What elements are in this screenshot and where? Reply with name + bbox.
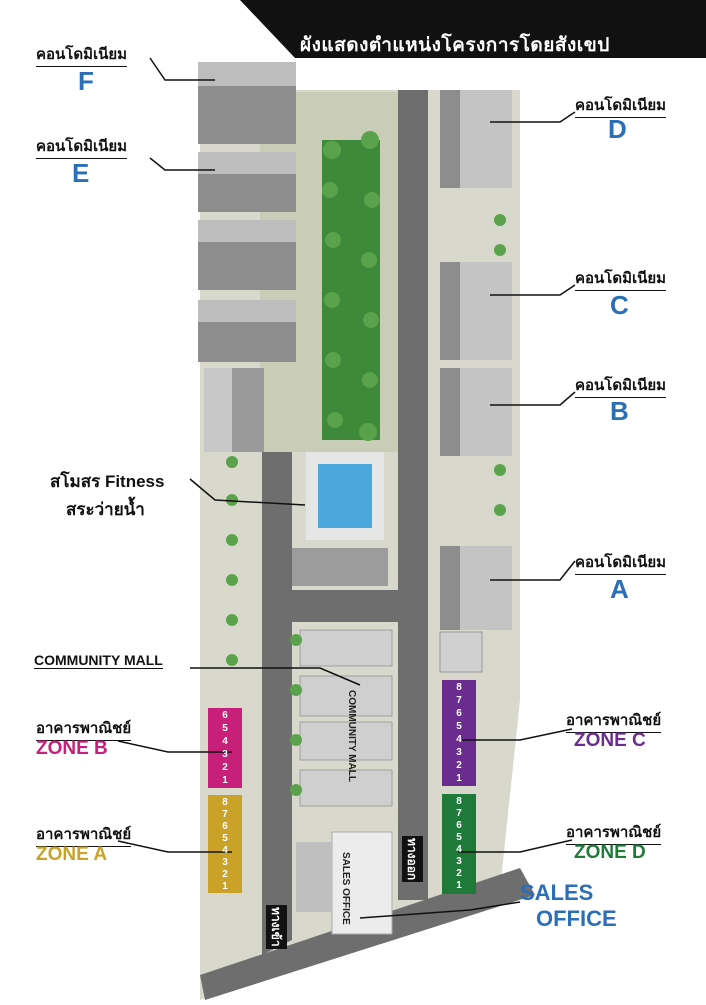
condo-tower-left-3 (198, 220, 296, 290)
unit-number: 8 (222, 797, 228, 808)
fitness-label: สโมสร Fitness (50, 472, 165, 491)
unit-number: 1 (222, 775, 228, 786)
unit-number: 2 (222, 762, 228, 773)
unit-number: 2 (456, 868, 462, 879)
condo-f-label: คอนโดมิเนียม (36, 42, 128, 67)
unit-number: 5 (222, 833, 228, 844)
sales-office-annex (296, 842, 332, 912)
page-title: ผังแสดงตำแหน่งโครงการโดยสังเขป (300, 35, 610, 56)
unit-number: 6 (222, 710, 228, 721)
sales-roof-text: SALES OFFICE (340, 852, 351, 925)
condo-tower-b (440, 368, 512, 456)
shop-zone-c (442, 680, 476, 786)
shop-zone-a (208, 795, 242, 893)
shop-zone-d (442, 794, 476, 894)
shop-zone-d-name: ZONE D (574, 842, 646, 863)
roadside-trees (226, 214, 506, 796)
unit-number: 7 (456, 695, 462, 706)
unit-number: 7 (222, 809, 228, 820)
unit-number: 8 (456, 796, 462, 807)
entry-road-label: ทางเข้า (266, 905, 287, 949)
sales-office-line1: SALES (520, 880, 594, 905)
exit-road-label: ทางออก (402, 836, 423, 883)
zone-c-units: 8 7 6 5 4 3 2 1 (448, 682, 470, 786)
unit-number: 2 (456, 760, 462, 771)
unit-number: 4 (222, 845, 228, 856)
unit-number: 1 (456, 773, 462, 784)
shop-zone-d-label: อาคารพาณิชย์ (566, 820, 662, 845)
unit-number: 3 (222, 857, 228, 868)
condo-d-label: คอนโดมิเนียม (575, 93, 667, 118)
zone-d-units: 8 7 6 5 4 3 2 1 (448, 796, 470, 892)
condo-a-letter: A (610, 574, 629, 604)
unit-number: 1 (222, 881, 228, 892)
condo-tower-c (440, 262, 512, 360)
shop-zone-b (208, 708, 242, 788)
community-mall-label: COMMUNITY MALL (34, 652, 163, 669)
header-banner (240, 0, 706, 58)
shop-zone-a-label: อาคารพาณิชย์ (36, 822, 132, 847)
mall-roofs (299, 629, 393, 807)
shop-zone-a-name: ZONE A (36, 844, 108, 865)
pool-label: สระว่ายน้ำ (66, 500, 145, 519)
unit-number: 4 (456, 844, 462, 855)
condo-b-letter: B (610, 396, 629, 426)
condo-tower-f (198, 62, 296, 144)
condo-tower-e (198, 152, 296, 212)
unit-number: 5 (456, 832, 462, 843)
unit-number: 6 (222, 821, 228, 832)
unit-number: 2 (222, 869, 228, 880)
condo-d-letter: D (608, 114, 627, 144)
unit-number: 3 (222, 749, 228, 760)
condo-tower-left-4 (198, 300, 296, 362)
condo-c-label: คอนโดมิเนียม (575, 266, 667, 291)
swimming-pool (318, 464, 372, 528)
connector-road (262, 590, 428, 622)
clubhouse-building (292, 548, 388, 586)
unit-number: 3 (456, 856, 462, 867)
main-road (398, 90, 428, 900)
unit-number: 1 (456, 880, 462, 891)
condo-a-label: คอนโดมิเนียม (575, 550, 667, 575)
condo-e-label: คอนโดมิเนียม (36, 134, 128, 159)
unit-number: 5 (222, 723, 228, 734)
unit-number: 6 (456, 820, 462, 831)
zone-a-units: 8 7 6 5 4 3 2 1 (214, 797, 236, 893)
zone-b-units: 6 5 4 3 2 1 (214, 710, 236, 788)
unit-number: 3 (456, 747, 462, 758)
shop-zone-c-name: ZONE C (574, 730, 646, 751)
left-road (262, 452, 292, 955)
condo-e-letter: E (72, 158, 90, 188)
condo-f-letter: F (78, 66, 94, 96)
condo-b-label: คอนโดมิเนียม (575, 373, 667, 398)
mall-roof-text: COMMUNITY MALL (346, 690, 357, 783)
unit-number: 8 (456, 682, 462, 693)
unit-number: 5 (456, 721, 462, 732)
sales-office-line2: OFFICE (536, 906, 617, 931)
hatched-block (439, 631, 483, 673)
condo-c-letter: C (610, 290, 629, 320)
unit-number: 6 (456, 708, 462, 719)
shop-zone-b-label: อาคารพาณิชย์ (36, 716, 132, 741)
condo-tower-a (440, 546, 512, 630)
unit-number: 7 (456, 808, 462, 819)
condo-tower-left-5 (204, 368, 264, 452)
unit-number: 4 (456, 734, 462, 745)
unit-number: 4 (222, 736, 228, 747)
park-trees (322, 131, 380, 441)
shop-zone-b-name: ZONE B (36, 738, 108, 759)
condo-tower-d (440, 90, 512, 188)
callout-lines (117, 57, 576, 919)
shop-zone-c-label: อาคารพาณิชย์ (566, 708, 662, 733)
